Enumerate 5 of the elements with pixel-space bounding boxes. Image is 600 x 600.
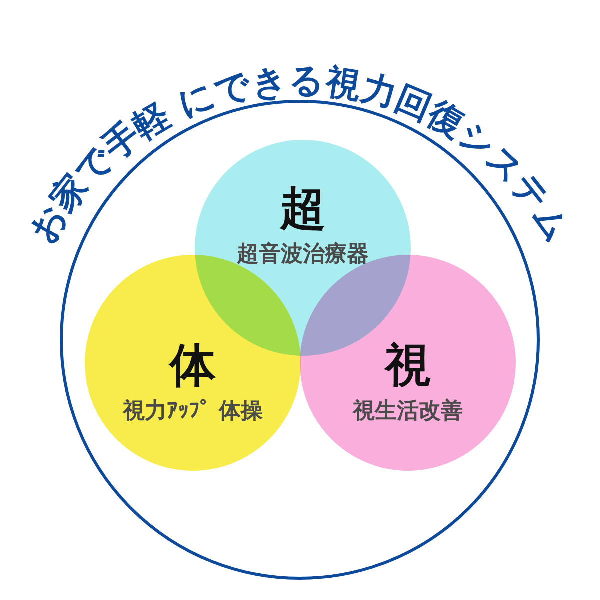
heading-character: 視 <box>385 340 431 390</box>
circle-label: 超音波治療器 <box>237 240 369 270</box>
circle-label: 視力ｱｯﾌﾟ 体操 <box>123 398 263 426</box>
heading-character: 体 <box>170 340 216 390</box>
circle-label: 視生活改善 <box>353 398 463 426</box>
